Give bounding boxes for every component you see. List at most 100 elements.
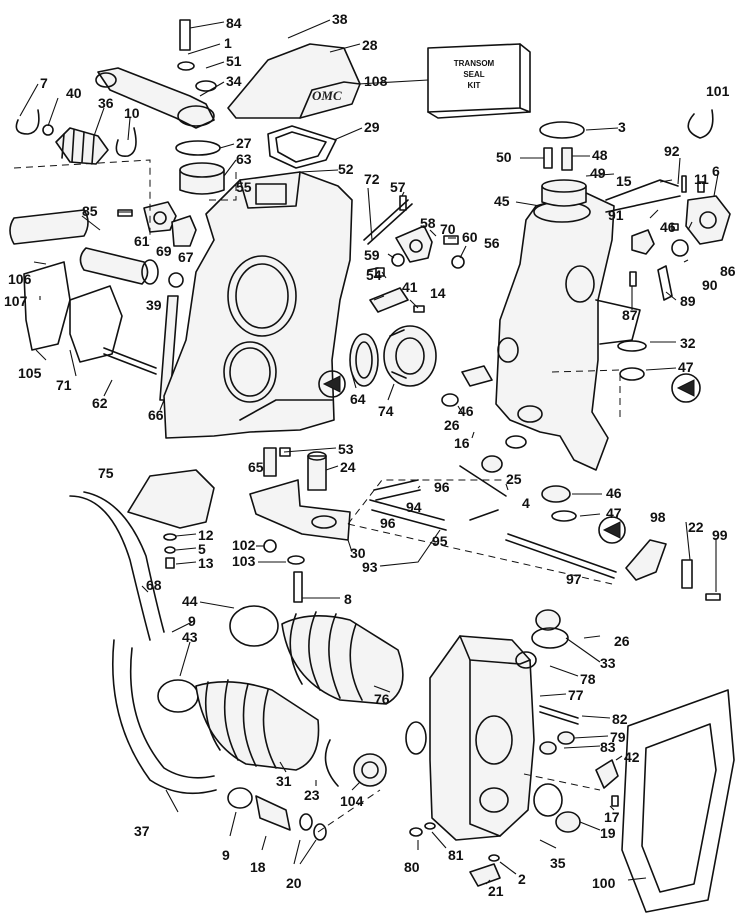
callout-70: 70 bbox=[440, 221, 456, 237]
callout-32: 32 bbox=[680, 335, 696, 351]
shift-linkage bbox=[347, 465, 617, 585]
left-fasteners bbox=[103, 201, 197, 401]
callout-11: 11 bbox=[694, 171, 709, 187]
callout-85: 85 bbox=[82, 203, 98, 219]
callout-16: 16 bbox=[454, 435, 470, 451]
callout-40: 40 bbox=[66, 85, 82, 101]
trim-block bbox=[127, 469, 215, 529]
left-gasket-plate bbox=[23, 261, 71, 351]
callout-42: 42 bbox=[624, 749, 640, 765]
callout-39: 39 bbox=[146, 297, 162, 313]
callout-5: 5 bbox=[198, 541, 206, 557]
callout-30: 30 bbox=[350, 545, 366, 561]
callout-76: 76 bbox=[374, 691, 390, 707]
callout-87: 87 bbox=[622, 307, 638, 323]
callout-86: 86 bbox=[720, 263, 736, 279]
left-gasket-ring bbox=[69, 285, 123, 363]
callout-4: 4 bbox=[522, 495, 530, 511]
callout-58: 58 bbox=[420, 215, 436, 231]
callout-19: 19 bbox=[600, 825, 616, 841]
callout-102: 102 bbox=[232, 537, 256, 553]
omc-logo: OMC bbox=[312, 88, 342, 103]
callout-65: 65 bbox=[248, 459, 264, 475]
callout-67: 67 bbox=[178, 249, 194, 265]
steering-bellows bbox=[15, 109, 137, 165]
callout-2: 2 bbox=[518, 871, 526, 887]
callout-53: 53 bbox=[338, 441, 354, 457]
callout-98: 98 bbox=[650, 509, 666, 525]
top-cover: OMC bbox=[227, 43, 361, 119]
housing-fasteners bbox=[363, 195, 465, 313]
callout-34: 34 bbox=[226, 73, 242, 89]
callout-1: 1 bbox=[224, 35, 232, 51]
callout-51: 51 bbox=[226, 53, 242, 69]
callout-107: 107 bbox=[4, 293, 28, 309]
callout-18: 18 bbox=[250, 859, 266, 875]
callout-91: 91 bbox=[608, 207, 624, 223]
leader-lines bbox=[19, 19, 719, 885]
callout-60: 60 bbox=[462, 229, 478, 245]
callout-66: 66 bbox=[148, 407, 164, 423]
callout-63: 63 bbox=[236, 151, 252, 167]
kit-label-line-2: SEAL bbox=[463, 70, 484, 79]
intermediate-housing bbox=[405, 635, 535, 841]
lower-gasket bbox=[621, 689, 735, 913]
callout-47: 47 bbox=[606, 505, 622, 521]
callout-17: 17 bbox=[604, 809, 620, 825]
callout-9: 9 bbox=[188, 613, 196, 629]
callout-9: 9 bbox=[222, 847, 230, 863]
callout-100: 100 bbox=[592, 875, 616, 891]
callout-35: 35 bbox=[550, 855, 566, 871]
callout-74: 74 bbox=[378, 403, 394, 419]
callout-84: 84 bbox=[226, 15, 242, 31]
bell-housing bbox=[495, 191, 641, 471]
callout-108: 108 bbox=[364, 73, 388, 89]
callout-6: 6 bbox=[712, 163, 720, 179]
callout-45: 45 bbox=[494, 193, 510, 209]
callout-69: 69 bbox=[156, 243, 172, 259]
callout-55: 55 bbox=[236, 179, 252, 195]
callout-80: 80 bbox=[404, 859, 420, 875]
callout-46: 46 bbox=[458, 403, 474, 419]
callout-23: 23 bbox=[304, 787, 320, 803]
callout-25: 25 bbox=[506, 471, 522, 487]
callout-75: 75 bbox=[98, 465, 114, 481]
steering-arm bbox=[95, 19, 217, 129]
bearing-assembly bbox=[318, 325, 437, 398]
callout-7: 7 bbox=[40, 75, 48, 91]
bellows-and-clamps bbox=[157, 605, 404, 787]
callout-52: 52 bbox=[338, 161, 354, 177]
callout-90: 90 bbox=[702, 277, 718, 293]
callout-92: 92 bbox=[664, 143, 680, 159]
trim-studs bbox=[263, 447, 327, 491]
callout-22: 22 bbox=[688, 519, 704, 535]
callout-94: 94 bbox=[406, 499, 422, 515]
cover-gasket bbox=[267, 125, 337, 169]
callout-24: 24 bbox=[340, 459, 356, 475]
callout-72: 72 bbox=[364, 171, 380, 187]
callout-54: 54 bbox=[366, 267, 382, 283]
callout-41: 41 bbox=[402, 279, 418, 295]
callout-99: 99 bbox=[712, 527, 728, 543]
callout-43: 43 bbox=[182, 629, 198, 645]
callout-79: 79 bbox=[610, 729, 626, 745]
callout-20: 20 bbox=[286, 875, 302, 891]
callout-8: 8 bbox=[344, 591, 352, 607]
callout-96: 96 bbox=[380, 515, 396, 531]
trim-bracket bbox=[249, 479, 351, 541]
callout-71: 71 bbox=[56, 377, 72, 393]
callout-49: 49 bbox=[590, 165, 606, 181]
callout-106: 106 bbox=[8, 271, 32, 287]
callout-10: 10 bbox=[124, 105, 140, 121]
middle-bushings bbox=[441, 365, 527, 473]
callout-89: 89 bbox=[680, 293, 696, 309]
callout-50: 50 bbox=[496, 149, 512, 165]
callout-38: 38 bbox=[332, 11, 348, 27]
kit-label-line-3: KIT bbox=[468, 81, 481, 90]
callout-15: 15 bbox=[616, 173, 632, 189]
callout-77: 77 bbox=[568, 687, 584, 703]
callout-14: 14 bbox=[430, 285, 446, 301]
callout-64: 64 bbox=[350, 391, 366, 407]
tubes bbox=[9, 209, 159, 285]
callout-83: 83 bbox=[600, 739, 616, 755]
